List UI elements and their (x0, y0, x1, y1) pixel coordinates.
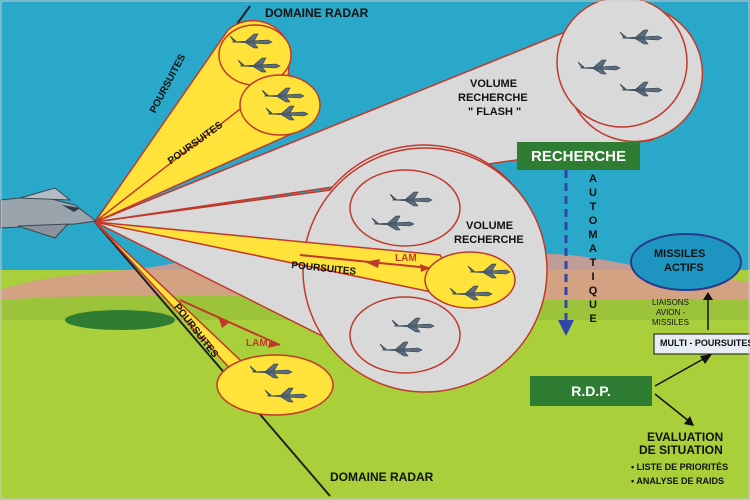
jet-icon (449, 285, 493, 301)
radar-domain-bottom-line (94, 221, 331, 497)
flash-volume-line-1: VOLUME (470, 78, 518, 90)
bullet-priority-list: • LISTE DE PRIORITÉS (631, 462, 729, 472)
jet-icon (237, 57, 281, 73)
jet-icon (371, 215, 415, 231)
jet-icon (265, 105, 309, 121)
search-subcircle-upper (349, 169, 461, 247)
automatic-letter: U (589, 187, 597, 199)
host-aircraft-icon (0, 187, 98, 239)
search-volume-line-1: VOLUME (466, 220, 514, 232)
lam-label-1: LAM (395, 253, 417, 264)
jet-icon (577, 59, 621, 75)
evaluation-line-1: EVALUATION (647, 430, 724, 444)
links-line-1: LIAISONS (652, 298, 689, 307)
flash-volume-line-3: " FLASH " (468, 106, 522, 118)
track-bubble-4 (216, 354, 334, 416)
track-bubble-3 (424, 251, 516, 309)
jet-icon (229, 33, 273, 49)
radar-domain-label-bottom: DOMAINE RADAR (330, 470, 434, 484)
automatic-letter: I (591, 271, 595, 283)
active-missiles-line-1: MISSILES (654, 248, 706, 260)
search-mode-box: RECHERCHE (517, 142, 640, 170)
rdp-to-evaluation-arrow (654, 393, 691, 423)
search-subcircle-lower (349, 296, 461, 374)
links-line-2: AVION - (656, 308, 686, 317)
jet-icon (264, 387, 308, 403)
jet-icon (379, 341, 423, 357)
flash-volume-line-2: RECHERCHE (458, 92, 528, 104)
multi-tracking-label: MULTI - POURSUITES (660, 338, 750, 348)
rdp-to-multi-arrow (654, 357, 706, 387)
rdp-box: R.D.P. (530, 376, 652, 406)
automatic-letter: A (589, 173, 597, 185)
automatic-letter: T (589, 257, 597, 269)
jet-icon (249, 363, 293, 379)
automatic-letter: Q (588, 285, 598, 297)
jet-icon (619, 81, 663, 97)
lam-missile-1 (299, 254, 431, 272)
active-missiles-line-2: ACTIFS (664, 262, 704, 274)
automatic-vertical-label: A U T O M A T I Q U E (586, 172, 600, 326)
links-line-3: MISSILES (652, 318, 689, 327)
automatic-letter: A (589, 243, 597, 255)
radar-domain-label-top: DOMAINE RADAR (265, 6, 369, 20)
lam-missile-2 (179, 299, 281, 348)
jet-icon (619, 29, 663, 45)
jet-icon (391, 317, 435, 333)
jet-icon (467, 263, 511, 279)
evaluation-line-2: DE SITUATION (639, 443, 723, 457)
automatic-letter: T (589, 201, 597, 213)
jet-icon (389, 191, 433, 207)
aircraft-shadow (65, 310, 175, 330)
automatic-letter: E (589, 313, 597, 325)
flash-search-circle (556, 0, 688, 128)
automatic-letter: O (588, 215, 598, 227)
automatic-letter: U (589, 299, 597, 311)
jet-icon (261, 87, 305, 103)
automatic-arrowhead (558, 320, 574, 336)
bullet-raid-analysis: • ANALYSE DE RAIDS (631, 476, 725, 486)
multi-tracking-box (653, 333, 750, 355)
lam-label-2: LAM (246, 338, 268, 349)
track-bubble-2 (239, 74, 321, 136)
active-missiles-ellipse (630, 233, 742, 291)
search-volume-line-2: RECHERCHE (454, 234, 524, 246)
automatic-letter: M (588, 229, 598, 241)
